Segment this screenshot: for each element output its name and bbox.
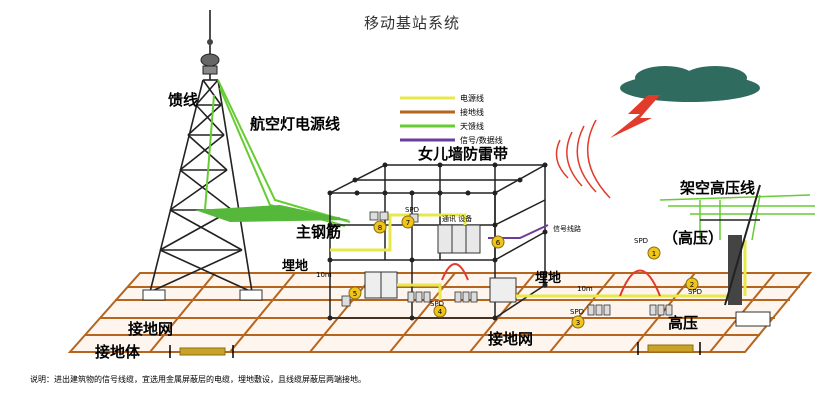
entry-box (489, 277, 517, 303)
spd-marker-3: 3 (571, 315, 585, 329)
diagram-title: 移动基站系统 (364, 14, 460, 32)
svg-text:6: 6 (496, 239, 501, 247)
spd-marker-8: 8 (373, 220, 387, 234)
spd-marker-7: 7 (401, 215, 415, 229)
legend-item-power: 电源线 (400, 93, 484, 103)
svg-text:电源线: 电源线 (460, 93, 484, 103)
svg-text:1: 1 (652, 250, 656, 258)
spd-marker-5: 5 (348, 286, 362, 300)
svg-text:SPD: SPD (634, 237, 648, 245)
feeder-bundle (195, 205, 350, 222)
antenna-top (200, 39, 220, 75)
svg-text:2: 2 (690, 281, 694, 289)
lattice-tower (149, 10, 253, 293)
label-ground-net-left: 接地网 (128, 320, 173, 338)
spd-marker-1: 1 (647, 246, 661, 260)
bonding-arcs (441, 263, 661, 297)
feeder-lines (203, 79, 351, 227)
svg-text:SPD: SPD (405, 206, 419, 214)
label-buried-right: 埋地 (535, 270, 561, 286)
label-main-rebar: 主钢筋 (296, 223, 341, 241)
svg-text:SPD: SPD (430, 300, 444, 308)
label-nav-light-power: 航空灯电源线 (250, 115, 340, 133)
comm-equipment-rack (437, 224, 481, 254)
ground-rod-left (169, 345, 234, 358)
legend-item-signal: 信号/数据线 (400, 135, 503, 145)
svg-text:3: 3 (576, 319, 580, 327)
svg-text:4: 4 (438, 308, 443, 316)
legend-item-ground: 接地线 (400, 107, 484, 117)
label-signal-line: 信号线路 (553, 224, 581, 233)
power-cabinet (364, 271, 398, 299)
hv-down-conductor (724, 184, 761, 306)
label-ground-net-right: 接地网 (488, 330, 533, 348)
lightning-bolt-icon (610, 95, 660, 138)
svg-text:信号/数据线: 信号/数据线 (460, 135, 503, 145)
footnote: 说明：进出建筑物的信号线缆，宜选用金属屏蔽层的电缆，埋地敷设，且线缆屏蔽层两端接… (30, 375, 366, 384)
svg-text:7: 7 (406, 219, 410, 227)
spd-marker-4: 4 (433, 304, 447, 318)
rebar-nodes (327, 162, 548, 321)
label-buried-right-dist: 10m (577, 285, 593, 293)
spd-modules (341, 211, 673, 316)
legend: 电源线 接地线 天馈线 信号/数据线 (400, 93, 503, 145)
spd-tags: SPD SPD SPD SPD SPD (405, 206, 702, 316)
label-feeder: 馈线 (167, 91, 198, 109)
tower-foot-right (239, 289, 263, 301)
svg-text:SPD: SPD (570, 308, 584, 316)
ground-rod-right (637, 342, 701, 355)
svg-text:8: 8 (378, 224, 382, 232)
label-high-voltage: 高压 (668, 314, 698, 332)
label-buried-left: 埋地 (282, 258, 308, 274)
label-ground-body: 接地体 (95, 343, 141, 361)
svg-text:天馈线: 天馈线 (460, 121, 484, 131)
radio-waves-icon (555, 119, 611, 199)
tower-foot-left (142, 289, 166, 301)
spd-marker-6: 6 (491, 235, 505, 249)
svg-text:接地线: 接地线 (460, 107, 484, 117)
power-lines (330, 213, 747, 300)
label-buried-left-dist: 10m (316, 271, 332, 279)
spd-marker-2: 2 (685, 277, 699, 291)
legend-item-feeder: 天馈线 (400, 121, 484, 131)
label-parapet-belt: 女儿墙防雷带 (418, 145, 508, 163)
hv-overhead-lines (659, 194, 815, 241)
label-comm-equipment: 通讯 设备 (442, 214, 472, 223)
label-hv-paren: （高压） (663, 229, 723, 247)
spd-markers: 1 2 3 4 5 6 7 8 (348, 215, 699, 329)
storm-cloud-icon (620, 66, 760, 102)
label-overhead-hv: 架空高压线 (679, 179, 755, 197)
svg-text:5: 5 (353, 290, 357, 298)
svg-text:SPD: SPD (688, 288, 702, 296)
